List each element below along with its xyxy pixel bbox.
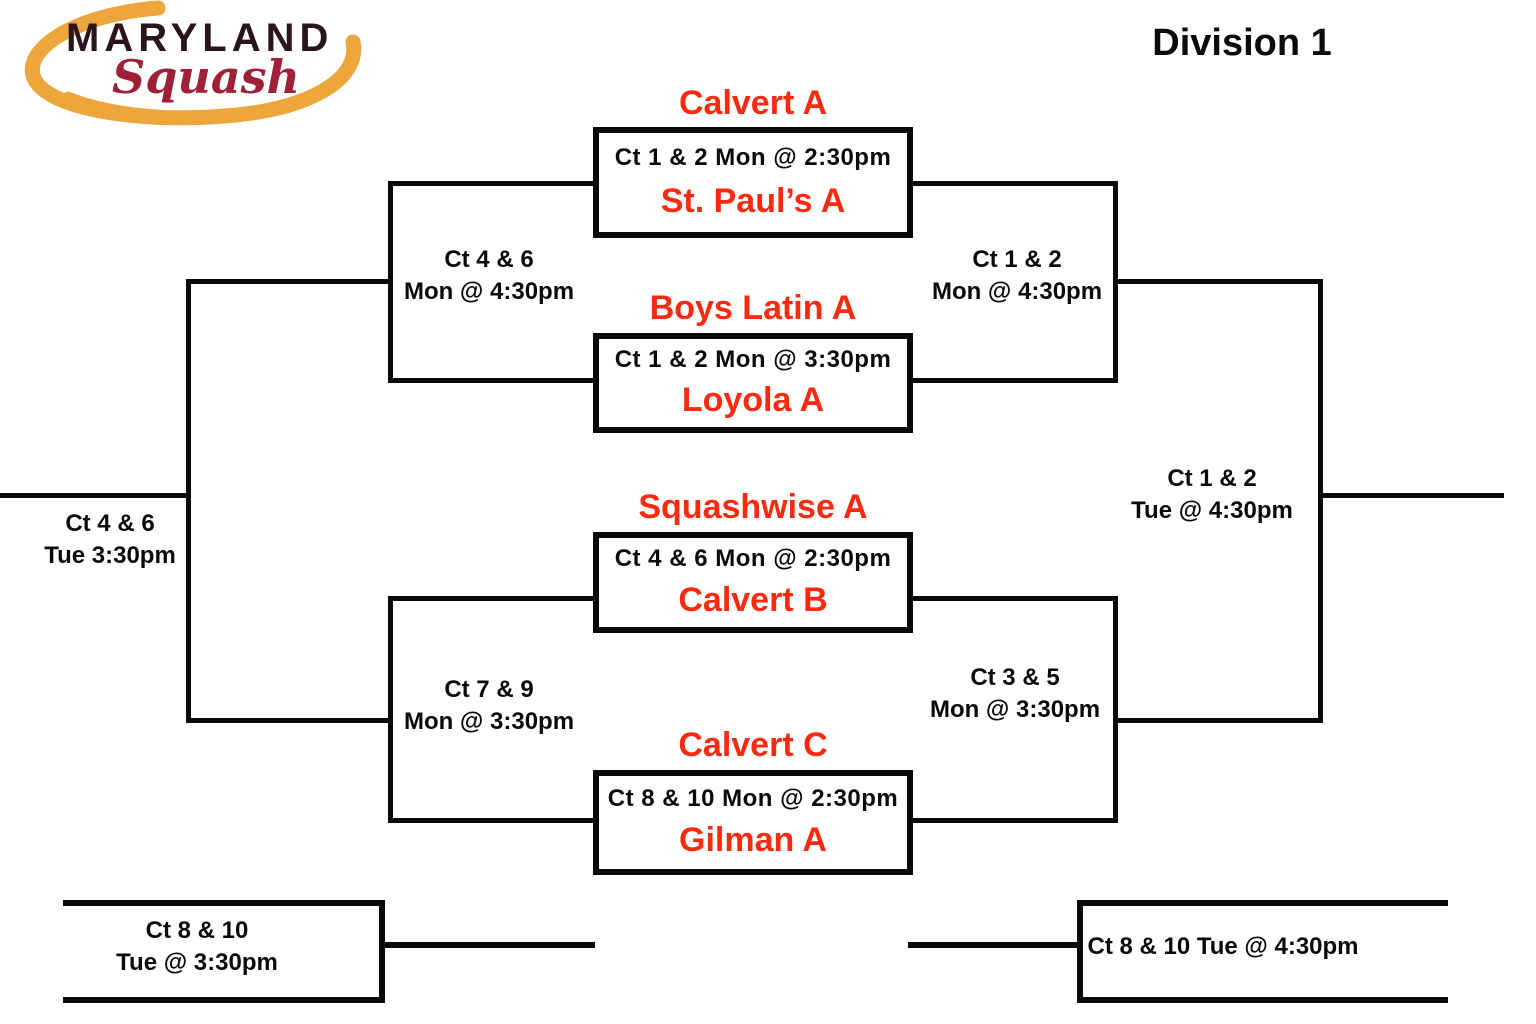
- match-box-2: Ct 1 & 2 Mon @ 3:30pm Loyola A: [593, 333, 913, 433]
- round-label-court: Ct 7 & 9: [444, 676, 534, 703]
- round-label-time: Tue 3:30pm: [44, 542, 176, 569]
- match-box-4: Ct 8 & 10 Mon @ 2:30pm Gilman A: [593, 770, 913, 875]
- connector-line: [63, 900, 385, 906]
- connector-line: [186, 279, 191, 723]
- round-label-consolation-bottom-right: Ct 8 & 10 Tue @ 4:30pm: [1043, 931, 1403, 963]
- connector-line: [188, 279, 392, 284]
- round-label-court: Ct 1 & 2: [1167, 465, 1257, 492]
- maryland-squash-logo: MARYLAND Squash: [8, 0, 380, 130]
- round-label-time: Mon @ 3:30pm: [403, 708, 575, 735]
- connector-line: [381, 942, 595, 948]
- connector-line: [1113, 596, 1118, 823]
- connector-line: [910, 596, 1117, 601]
- connector-line: [390, 818, 595, 823]
- match-1-schedule: Ct 1 & 2 Mon @ 2:30pm: [614, 143, 892, 171]
- team-name-calvert-a: Calvert A: [678, 84, 828, 122]
- page-title: Division 1: [1152, 22, 1332, 64]
- team-name-st-pauls-a: St. Paul’s A: [660, 182, 846, 221]
- round-label-court-time: Ct 8 & 10 Tue @ 4:30pm: [1087, 933, 1359, 960]
- connector-line: [390, 378, 595, 383]
- connector-line: [910, 181, 1117, 186]
- connector-line: [388, 596, 393, 823]
- connector-line: [0, 493, 190, 498]
- round-label-time: Tue @ 4:30pm: [1131, 497, 1293, 524]
- connector-line: [908, 942, 1080, 948]
- connector-line: [390, 596, 595, 601]
- round-label-semi-bottom-left: Ct 7 & 9 Mon @ 3:30pm: [389, 674, 589, 738]
- round-label-time: Mon @ 4:30pm: [403, 278, 575, 305]
- connector-line: [1318, 493, 1504, 498]
- team-name-calvert-c: Calvert C: [678, 726, 828, 764]
- connector-line: [390, 181, 595, 186]
- round-label-time: Mon @ 3:30pm: [929, 696, 1101, 723]
- team-name-calvert-b: Calvert B: [678, 580, 828, 619]
- connector-line: [1077, 900, 1083, 1003]
- connector-line: [379, 900, 385, 1003]
- round-label-time: Tue @ 3:30pm: [116, 949, 278, 976]
- round-label-court: Ct 4 & 6: [65, 510, 155, 537]
- round-label-semi-top-left: Ct 4 & 6 Mon @ 4:30pm: [389, 244, 589, 308]
- connector-line: [910, 378, 1117, 383]
- connector-line: [1077, 997, 1448, 1003]
- match-3-schedule: Ct 4 & 6 Mon @ 2:30pm: [614, 545, 892, 573]
- connector-line: [1318, 279, 1323, 723]
- logo-wordmark-maryland: MARYLAND: [66, 16, 334, 60]
- match-2-schedule: Ct 1 & 2 Mon @ 3:30pm: [614, 346, 892, 373]
- match-4-schedule: Ct 8 & 10 Mon @ 2:30pm: [607, 784, 899, 812]
- round-label-court: Ct 8 & 10: [145, 917, 249, 944]
- connector-line: [910, 818, 1117, 823]
- round-label-final: Ct 1 & 2 Tue @ 4:30pm: [1112, 463, 1312, 527]
- team-name-boys-latin-a: Boys Latin A: [649, 289, 857, 327]
- connector-line: [1113, 718, 1322, 723]
- team-name-gilman-a: Gilman A: [679, 821, 827, 860]
- round-label-consolation-bottom-left: Ct 8 & 10 Tue @ 3:30pm: [62, 915, 332, 979]
- round-label-court: Ct 3 & 5: [970, 664, 1060, 691]
- connector-line: [1113, 279, 1322, 284]
- match-box-3: Ct 4 & 6 Mon @ 2:30pm Calvert B: [593, 532, 913, 633]
- round-label-semi-top-right: Ct 1 & 2 Mon @ 4:30pm: [917, 244, 1117, 308]
- logo-wordmark-squash: Squash: [112, 50, 300, 104]
- connector-line: [188, 718, 392, 723]
- team-name-squashwise-a: Squashwise A: [638, 488, 868, 526]
- team-name-loyola-a: Loyola A: [681, 381, 825, 419]
- round-label-court: Ct 4 & 6: [444, 246, 534, 273]
- logo-swoosh-icon: [24, 0, 362, 126]
- round-label-semi-bottom-right: Ct 3 & 5 Mon @ 3:30pm: [915, 662, 1115, 726]
- connector-line: [63, 997, 385, 1003]
- round-label-court: Ct 1 & 2: [972, 246, 1062, 273]
- connector-line: [1077, 900, 1448, 906]
- round-label-time: Mon @ 4:30pm: [931, 278, 1103, 305]
- match-box-1: Ct 1 & 2 Mon @ 2:30pm St. Paul’s A: [593, 127, 913, 238]
- round-label-third-place-left: Ct 4 & 6 Tue 3:30pm: [10, 508, 210, 572]
